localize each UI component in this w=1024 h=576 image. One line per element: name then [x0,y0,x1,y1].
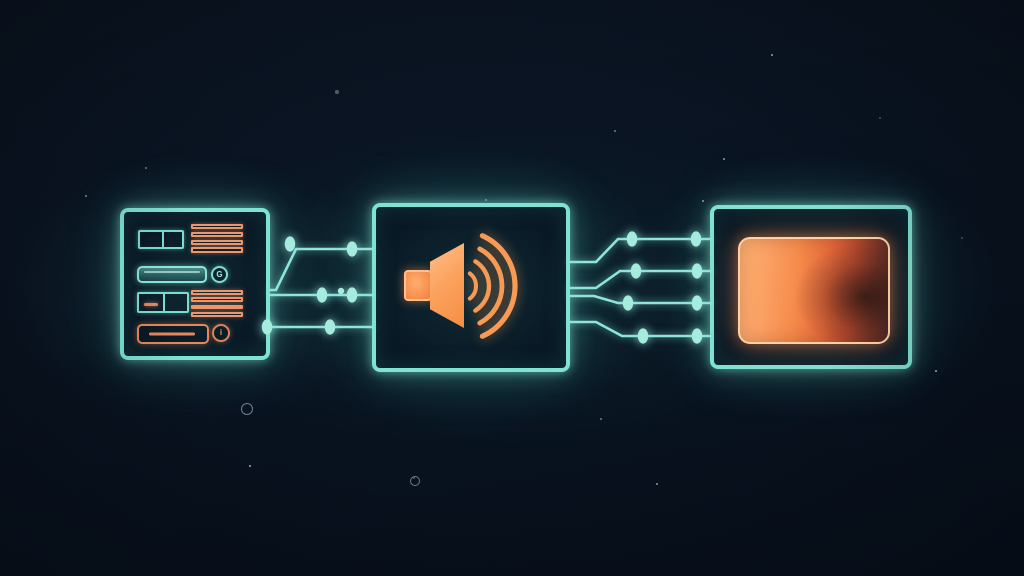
field-value-line [149,332,195,336]
connection-node[interactable] [691,295,703,311]
star [771,54,773,56]
gear-icon[interactable]: G [211,266,228,283]
connection-node[interactable] [691,263,703,279]
star [701,199,705,203]
connection-node[interactable] [346,287,358,303]
connection-line [568,269,712,290]
connection-node[interactable] [630,263,642,279]
orange-input-field[interactable] [137,324,209,344]
connection-node[interactable] [637,328,649,344]
connection-line [568,294,712,305]
bar-stack-widget[interactable] [191,224,243,255]
split-box-widget[interactable] [138,230,184,249]
star [878,116,882,120]
info-icon[interactable]: i [212,324,230,342]
list-item [191,297,243,302]
teal-slider-widget[interactable] [137,266,207,283]
list-item [191,290,243,295]
list-item [191,311,243,317]
connection-node[interactable] [316,287,328,303]
list-item [191,239,243,245]
star [335,90,339,94]
connection-line [568,237,712,264]
ring-star [410,476,420,486]
connection-node[interactable] [337,287,345,295]
list-item [191,224,243,230]
ring-star [241,403,253,415]
bar-stack-widget[interactable] [191,290,243,319]
list-item [191,304,243,310]
connection-node[interactable] [284,236,296,252]
split-box-widget[interactable] [137,292,189,313]
sound-wave-icon [467,233,518,339]
connection-node[interactable] [626,231,638,247]
connection-node[interactable] [346,241,358,257]
connection-node[interactable] [690,231,702,247]
list-item [191,231,243,237]
connection-line [268,247,374,292]
star [934,369,938,373]
screen-noise-overlay [740,239,888,342]
output-display-panel[interactable] [710,205,912,369]
star [599,417,603,421]
sound-wave-arc [467,271,478,301]
connection-node[interactable] [324,319,336,335]
star [484,198,488,202]
box-divider [163,294,165,311]
star [656,483,658,485]
connection-line [568,320,712,338]
list-item [191,247,243,253]
box-divider [162,232,164,247]
slider-sheen [144,271,200,273]
connection-node[interactable] [622,295,634,311]
star [145,167,147,169]
speaker-volume-icon [376,207,574,376]
star [85,195,87,197]
star [722,157,726,161]
audio-processor-panel[interactable] [372,203,570,372]
star [961,237,963,239]
connection-node[interactable] [691,328,703,344]
gradient-screen [738,237,890,344]
star [613,129,617,133]
star [248,464,252,468]
accent-indicator [144,303,158,306]
